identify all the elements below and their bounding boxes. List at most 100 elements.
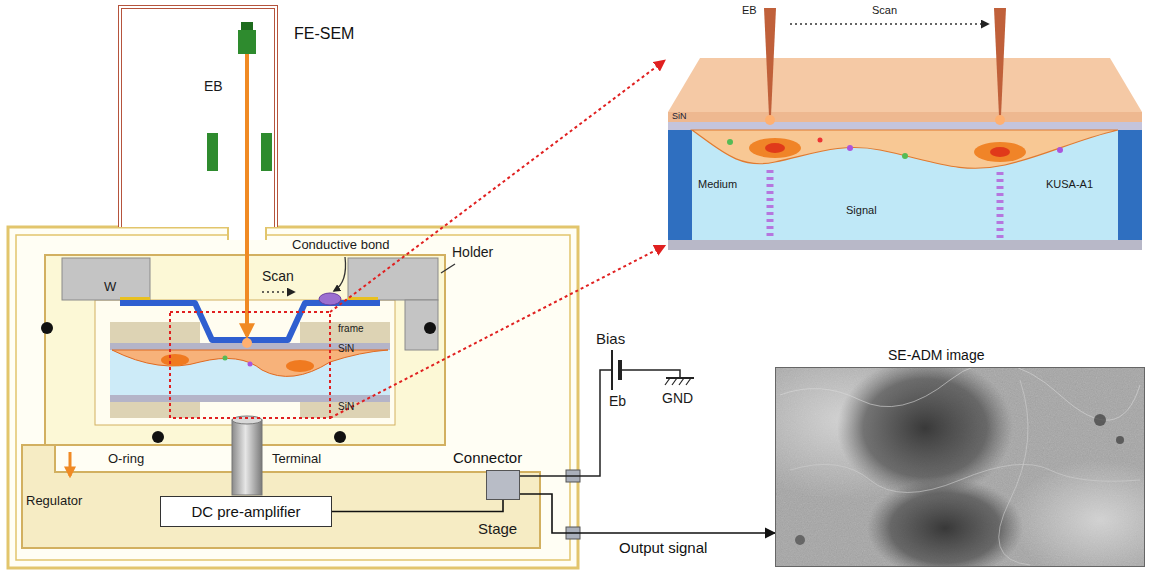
o-ring-part [424,322,436,334]
micrograph-part [780,367,1140,420]
zoom-inset-part [767,170,774,240]
stage-plate [22,445,540,548]
leader-lines-part [334,257,346,291]
part-label: Regulator [26,494,82,509]
part-label: Signal [846,204,877,217]
micrograph-part [837,367,1013,498]
zoom-inset-part [668,130,1142,240]
sample-dish-part [110,350,390,395]
zoom-inset-part [995,115,1005,125]
sem-chamber-part [16,235,570,560]
bias-circuit-part [672,378,677,385]
sem-chamber [8,5,578,568]
zoom-inset-part [668,122,1142,130]
electron-beam-part [245,54,249,336]
electron-column-part [261,133,272,171]
sample-holder-part [405,300,438,350]
micrograph-part [795,535,805,545]
micrograph-part [1010,460,1145,567]
part-label: Terminal [272,452,321,467]
electron-beam-part [242,338,252,348]
part-label: Stage [478,520,517,537]
sample-dish-part [161,354,189,366]
zoom-leader [170,61,664,418]
sample-dish-part [286,360,314,372]
zoom-inset-part [1057,147,1063,153]
sample-dish-part [110,402,200,418]
leader-lines-part [69,452,72,476]
zoom-inset-part [692,130,1118,168]
part-label: O-ring [108,452,144,467]
zoom-inset-part [765,115,775,125]
o-ring-part [41,322,53,334]
part-label: KUSA-A1 [1046,178,1093,191]
feedthrough [566,470,580,539]
part-label: EB [742,4,757,17]
zoom-inset [668,8,1142,250]
part-label: SiN [338,343,354,355]
electron-beam [242,54,252,348]
micrograph-part [999,380,1030,565]
part-label: Scan [262,268,294,284]
connector-box: Connector [486,470,520,500]
sample-dish-part [248,362,253,367]
zoom-inset-part [749,138,801,158]
part-label: frame [338,323,364,335]
node-heading: FE-SEM [294,25,354,43]
sem-chamber-part [8,227,578,568]
part-label: Bias [596,330,625,347]
terminal [232,416,262,495]
zoom-inset-part [1118,130,1142,240]
sample-dish-part [300,402,390,418]
part-label: Eb [609,393,626,409]
micrograph-part [867,478,1023,567]
terminal-part [232,420,262,495]
part-label: EB [204,78,223,94]
part-label: Scan [872,4,897,17]
signal-wire [332,500,503,512]
electron-column: FE-SEM [118,5,278,227]
micrograph-part [1094,414,1106,426]
zoom-inset-part [997,172,1004,240]
electron-column-part [207,133,218,171]
zoom-inset-part [764,8,776,116]
leader-lines [70,257,455,476]
leader-lines-part [441,264,455,273]
node-label: DC pre-amplifier [191,503,300,520]
bias-circuit-part [620,370,680,378]
micrograph [775,367,1145,567]
zoom-inset-part [668,130,692,240]
zoom-leader-part [330,246,664,418]
sample-dish-part [110,322,200,343]
electron-column [207,22,272,171]
edge-label: Output signal [617,539,709,556]
zoom-inset-part [765,143,785,153]
stage-plate-part [22,445,540,548]
electron-column-part [238,30,256,54]
amplifier-box: DC pre-amplifier [160,496,332,527]
zoom-leader-part [330,61,664,312]
node-heading: SE-ADM image [888,347,984,363]
bias-circuit [520,350,694,476]
node-heading: Connector [453,449,522,466]
image-panel: SE-ADM image [775,367,1145,567]
sample-dish [110,293,390,418]
zoom-inset-part [818,138,823,143]
bias-circuit-part [679,378,684,385]
micrograph-part [1116,436,1124,444]
sem-chamber-part [227,227,229,240]
zoom-inset-part [668,240,1142,250]
part-label: Conductive bond [292,238,390,253]
sample-dish-part [120,303,380,340]
zoom-inset-part [902,153,908,159]
micrograph-part [790,464,1140,492]
bias-circuit-part [520,370,612,476]
part-label: Holder [452,244,493,260]
sample-dish-part [319,293,341,305]
sem-chamber-part [265,227,267,240]
